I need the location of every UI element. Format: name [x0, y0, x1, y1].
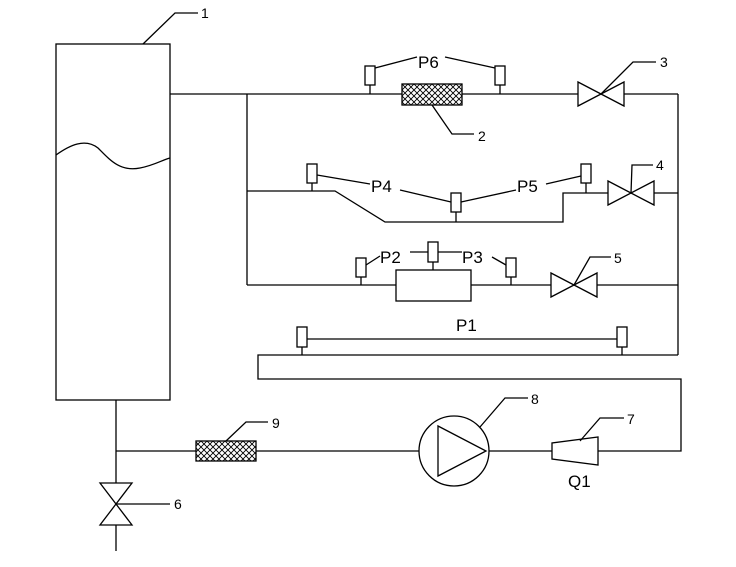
- gauge-p6-right: [494, 65, 506, 94]
- tank: [55, 43, 171, 401]
- svg-text:1: 1: [201, 5, 209, 21]
- gauge-label-p1: P1: [456, 316, 477, 335]
- gauge-p1-right: [616, 326, 628, 355]
- liquid-level-line: [55, 142, 171, 170]
- callout-filter-suction: 9: [225, 415, 280, 442]
- middle-branch-pipe: [247, 190, 678, 223]
- gauge-label-p4: P4: [371, 177, 392, 196]
- callout-valve-top: 3: [600, 54, 668, 95]
- test-section: [395, 269, 472, 302]
- svg-text:4: 4: [656, 157, 664, 173]
- flow-meter-label: Q1: [568, 472, 591, 491]
- suction-line: [115, 400, 419, 483]
- gauge-test-center: [427, 241, 439, 270]
- gauge-p3: [505, 257, 517, 285]
- svg-text:8: 8: [531, 391, 539, 407]
- valve-top: [577, 80, 625, 108]
- flow-meter: [551, 436, 599, 466]
- gauge-label-p2: P2: [380, 248, 401, 267]
- callout-filter-top: 2: [431, 104, 486, 144]
- callout-tank: 1: [142, 5, 209, 45]
- gauge-p1-left: [296, 326, 308, 355]
- callout-flow-meter: 7: [579, 411, 635, 442]
- test-pipe-p1: [257, 354, 682, 452]
- filter-suction: [195, 440, 257, 462]
- svg-text:9: 9: [272, 415, 280, 431]
- gauge-p6-left: [364, 65, 376, 94]
- drain-valve: [98, 482, 134, 551]
- pump: [418, 415, 552, 487]
- svg-text:7: 7: [627, 411, 635, 427]
- gauge-p5: [580, 163, 592, 193]
- callout-drain-valve: 6: [116, 496, 182, 512]
- gauge-label-p6: P6: [418, 53, 439, 72]
- gauge-label-p5: P5: [517, 177, 538, 196]
- svg-text:2: 2: [478, 128, 486, 144]
- gauge-center: [450, 192, 462, 222]
- svg-text:3: 3: [660, 54, 668, 70]
- filter-top: [401, 83, 463, 106]
- svg-text:5: 5: [614, 250, 622, 266]
- callout-valve-mid: 4: [630, 157, 664, 194]
- svg-text:6: 6: [174, 496, 182, 512]
- gauge-p2: [355, 257, 367, 285]
- valve-mid: [607, 179, 655, 207]
- valve-low: [550, 271, 598, 299]
- gauge-label-p3: P3: [462, 248, 483, 267]
- gauge-p4: [306, 163, 318, 191]
- callout-pump: 8: [479, 391, 539, 428]
- callout-valve-low: 5: [573, 250, 622, 286]
